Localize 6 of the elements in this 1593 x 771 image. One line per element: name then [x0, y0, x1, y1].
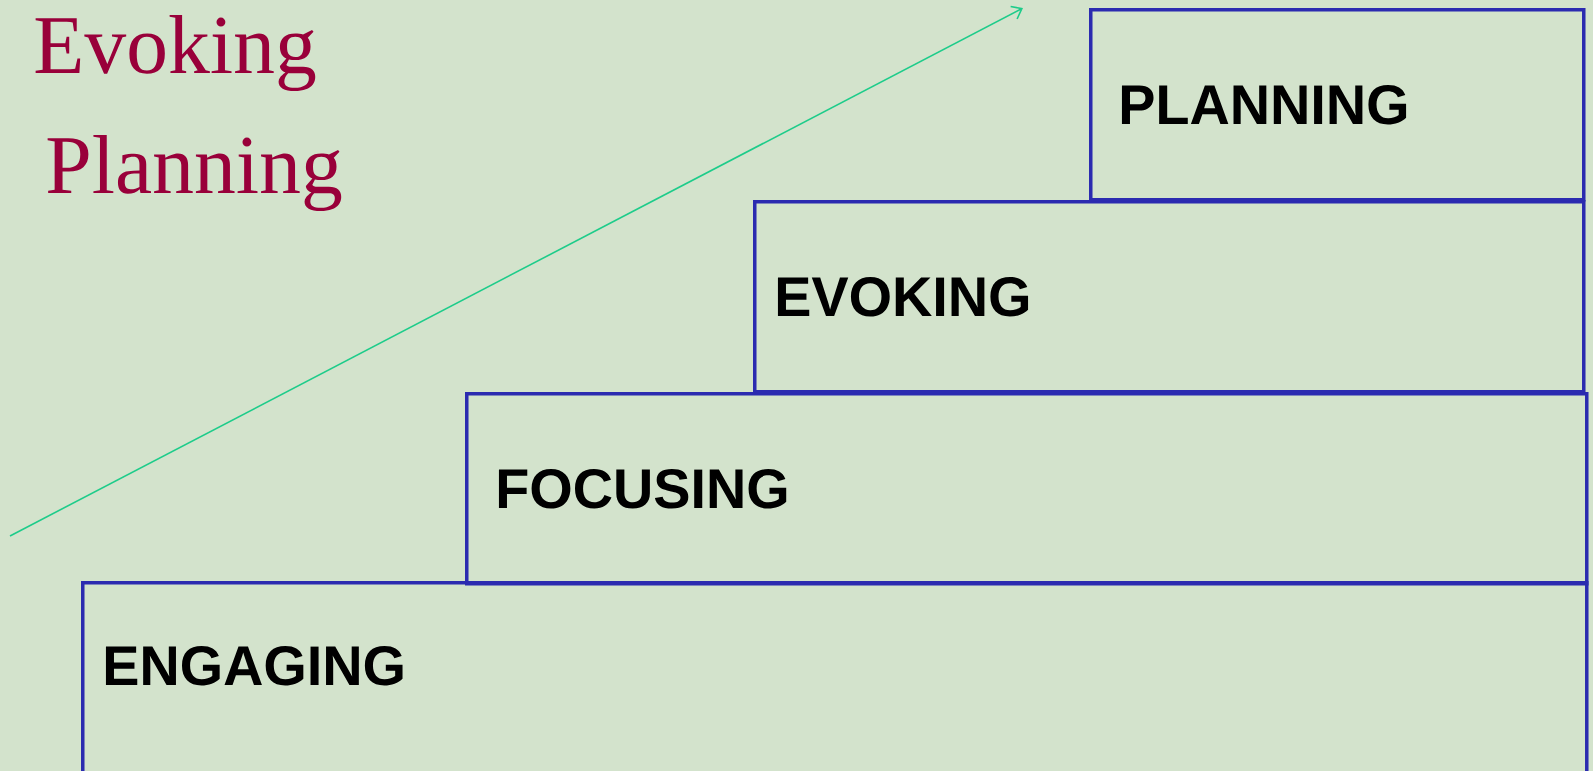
stage-box: FOCUSING	[465, 392, 1589, 586]
stage-box: EVOKING	[753, 200, 1586, 394]
stage-box: PLANNING	[1089, 8, 1586, 202]
stage-label: Evoking	[35, 14, 316, 92]
stage-label: Planning	[47, 134, 342, 212]
stage-box: ENGAGING	[81, 581, 1589, 771]
